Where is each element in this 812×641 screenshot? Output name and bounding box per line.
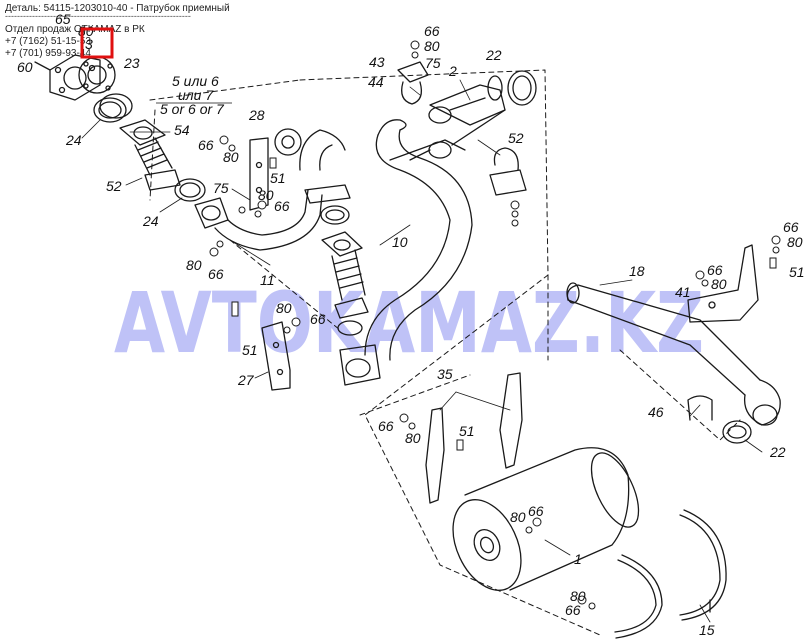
label-24-a[interactable]: 24 <box>65 132 82 148</box>
label-10[interactable]: 10 <box>392 234 408 250</box>
label-66-h[interactable]: 66 <box>378 418 394 434</box>
label-60[interactable]: 60 <box>17 59 33 75</box>
bracket-41 <box>687 244 759 323</box>
label-23[interactable]: 23 <box>123 55 140 71</box>
watermark: AVTOKAMAZ.KZ <box>114 274 704 372</box>
label-52-a[interactable]: 52 <box>106 178 122 194</box>
label-51-b[interactable]: 51 <box>242 342 258 358</box>
bracket-28 <box>249 137 269 211</box>
seal-ring-mid <box>320 205 350 225</box>
variant-line-1: 5 или 6 <box>172 73 219 89</box>
label-80-h[interactable]: 80 <box>711 276 727 292</box>
label-41[interactable]: 41 <box>675 284 691 300</box>
label-2[interactable]: 2 <box>448 63 457 79</box>
label-80-e[interactable]: 80 <box>424 38 440 54</box>
clamp-lower <box>489 147 527 196</box>
label-22-a[interactable]: 22 <box>485 47 502 63</box>
label-46[interactable]: 46 <box>648 404 664 420</box>
label-35[interactable]: 35 <box>437 366 453 382</box>
part-labels: 65 80 3 60 23 24 54 52 24 66 80 28 51 75… <box>17 11 805 638</box>
label-66-c[interactable]: 66 <box>208 266 224 282</box>
phone-1[interactable]: +7 (7162) 51-15-53 <box>5 36 91 47</box>
label-66-e[interactable]: 66 <box>310 311 326 327</box>
label-80-g[interactable]: 80 <box>787 234 803 250</box>
label-1[interactable]: 1 <box>574 551 582 567</box>
label-18[interactable]: 18 <box>629 263 645 279</box>
label-44[interactable]: 44 <box>368 74 384 90</box>
gasket-flange-top <box>274 128 302 156</box>
leader-lines <box>81 79 763 623</box>
label-66-a[interactable]: 66 <box>198 137 214 153</box>
variant-line-3: 5 or 6 or 7 <box>160 101 225 117</box>
label-80-k[interactable]: 80 <box>570 588 586 604</box>
pipe-2 <box>409 75 506 161</box>
header-rule: ----------------------------------------… <box>5 11 191 21</box>
phone-2[interactable]: +7 (701) 959-93-44 <box>5 48 91 59</box>
label-80-d[interactable]: 80 <box>186 257 202 273</box>
variant-note: 5 или 6 или 7 5 or 6 or 7 <box>156 73 232 117</box>
fasteners <box>209 40 781 610</box>
label-11[interactable]: 11 <box>260 272 275 288</box>
label-75-b[interactable]: 75 <box>425 55 441 71</box>
label-54[interactable]: 54 <box>174 122 190 138</box>
gasket-22-top <box>507 70 537 106</box>
gasket-23 <box>78 56 116 94</box>
label-66-b[interactable]: 66 <box>274 198 290 214</box>
selected-part-highlight <box>80 27 114 59</box>
label-51-a[interactable]: 51 <box>270 170 286 186</box>
label-75-a[interactable]: 75 <box>213 180 229 196</box>
label-27[interactable]: 27 <box>237 372 255 388</box>
inlet-flange-60 <box>34 54 101 101</box>
label-80-b[interactable]: 80 <box>223 149 239 165</box>
label-66-d[interactable]: 66 <box>424 23 440 39</box>
pipe-11 <box>194 129 351 251</box>
label-80-i[interactable]: 80 <box>405 430 421 446</box>
label-65[interactable]: 65 <box>55 11 71 27</box>
straps-15 <box>614 509 727 639</box>
label-66-j[interactable]: 66 <box>565 602 581 618</box>
gasket-22-bottom <box>722 420 752 444</box>
label-66-g[interactable]: 66 <box>707 262 723 278</box>
label-52-b[interactable]: 52 <box>508 130 524 146</box>
label-80-j[interactable]: 80 <box>510 509 526 525</box>
label-51-d[interactable]: 51 <box>459 423 475 439</box>
label-28[interactable]: 28 <box>248 107 265 123</box>
flex-joint-54 <box>119 119 181 191</box>
flex-joint-mid <box>321 231 369 336</box>
variant-line-2: или 7 <box>178 87 214 103</box>
tailpipe-18 <box>566 282 781 426</box>
sales-department: Отдел продаж ОТКАМАZ в РК <box>5 24 145 35</box>
label-15[interactable]: 15 <box>699 622 715 638</box>
seal-ring-24-a <box>93 93 133 123</box>
part-title: Деталь: 54115-1203010-40 - Патрубок прие… <box>5 3 230 14</box>
bracket-27 <box>261 321 291 391</box>
muffler-1 <box>452 447 640 591</box>
label-22-b[interactable]: 22 <box>769 444 786 460</box>
label-80-f[interactable]: 80 <box>276 300 292 316</box>
clamp-43 <box>397 61 429 105</box>
seal-ring-24-b <box>174 178 206 202</box>
label-3-a[interactable]: 3 <box>85 36 93 52</box>
label-66-i[interactable]: 66 <box>528 503 544 519</box>
label-66-f[interactable]: 66 <box>783 219 799 235</box>
clamp-46 <box>687 395 713 421</box>
label-51-c[interactable]: 51 <box>789 264 805 280</box>
label-80-c[interactable]: 80 <box>258 187 274 203</box>
label-43[interactable]: 43 <box>369 54 385 70</box>
pipe-10 <box>339 119 473 386</box>
label-24-b[interactable]: 24 <box>142 213 159 229</box>
